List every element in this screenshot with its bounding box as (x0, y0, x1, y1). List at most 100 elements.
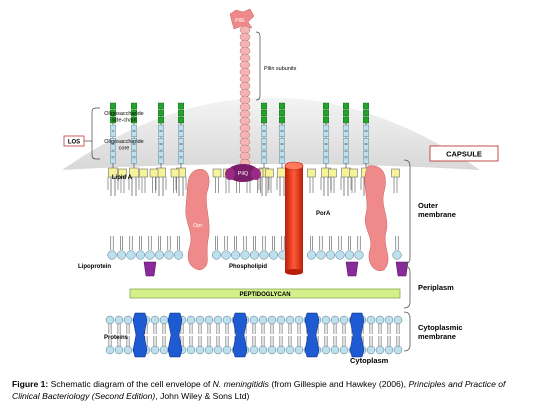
caption-text-a: Schematic diagram of the cell envelope o… (48, 379, 213, 389)
oligo-side-chain-sugar (130, 109, 137, 117)
phospholipid-head (321, 345, 331, 355)
oligo-core-sugar (157, 144, 164, 151)
oligo-core-sugar (130, 124, 137, 131)
figure-caption: Figure 1: Schematic diagram of the cell … (12, 378, 532, 402)
phospholipid-head (222, 315, 232, 325)
oligo-core-sugar (343, 137, 350, 144)
oligo-side-chain-sugar (343, 102, 350, 110)
oligo-core-sugar (261, 144, 268, 151)
pora-porin (284, 161, 304, 275)
phospholipid-head (211, 250, 222, 260)
oligo-core-sugar (261, 151, 268, 157)
pilq-secretin (225, 164, 261, 182)
phospholipid-head (354, 250, 364, 260)
oligo-core-sugar (157, 124, 164, 131)
phospholipid-head (392, 250, 402, 260)
oligo-core-sugar (261, 137, 268, 144)
oligo-core-sugar (279, 131, 286, 138)
oligo-core-sugar (157, 157, 164, 164)
pilin-tip-label: PilE (235, 18, 245, 24)
opc-label: Opc (193, 223, 203, 229)
oligo-core-sugar (279, 137, 286, 144)
oligo-side-chain-sugar (363, 109, 370, 117)
phospholipid-head (316, 250, 326, 260)
caption-text-b: (from Gillespie and Hawkey (2006), (268, 379, 409, 389)
phospholipid-head (267, 345, 277, 355)
oligo-core-sugar (109, 151, 116, 157)
pilus (229, 8, 255, 168)
phospholipid-head (213, 345, 223, 355)
oligo-side-chain-sugar (177, 116, 184, 124)
oligo-side-chain-sugar (343, 109, 350, 117)
oligo-core-sugar (363, 144, 370, 151)
lipid-a-head (307, 168, 316, 178)
phospholipid-head (285, 315, 295, 325)
oligo-side-chain-sugar (323, 102, 330, 110)
phospholipid-head (186, 345, 196, 355)
oligo-side-chain-sugar (109, 109, 116, 117)
lipid-a-head (118, 168, 127, 178)
phospholipid-head (258, 315, 268, 325)
phospholipid-head (204, 345, 214, 355)
cell-envelope-diagram: PEPTIDOGLYCAN LOS CAPSULE Pilin subunits… (62, 8, 499, 365)
los-molecule (320, 102, 332, 196)
outer-membrane-bilayer (107, 168, 409, 277)
oligo-core-sugar (109, 137, 116, 144)
phospholipid-head (173, 250, 184, 260)
phospholipid-head (249, 315, 259, 325)
membrane-protein (232, 312, 248, 358)
lipoprotein (143, 261, 157, 277)
oligo-core-sugar (323, 157, 330, 164)
phospholipid-head (344, 250, 355, 260)
oligo-core-sugar (130, 144, 137, 151)
oligo-core-sugar (343, 144, 350, 151)
oligo-side-chain-sugar (177, 102, 184, 110)
phospholipid-head (221, 250, 231, 260)
phospholipid-head (249, 250, 260, 260)
los-molecule (276, 102, 288, 196)
los-molecule (175, 102, 187, 196)
phospholipid-head (159, 315, 169, 325)
phospholipid-head (114, 315, 124, 325)
los-molecule (155, 102, 167, 196)
phospholipid-head (159, 345, 169, 355)
lipid-a-head (341, 167, 351, 178)
los-label: LOS (68, 140, 80, 146)
phospholipid-head (204, 315, 214, 325)
oligo-core-sugar (130, 137, 137, 144)
phospholipid-head (306, 250, 317, 260)
phospholipid-head (366, 345, 376, 355)
phospholipid-head (325, 250, 336, 260)
lipid-a-head (139, 168, 148, 178)
phospholipid-head (164, 250, 174, 260)
oligo-core-sugar (130, 157, 137, 164)
lipid-a-head (265, 168, 274, 178)
phospholipid-head (230, 250, 241, 260)
lipoprotein-label: Lipoprotein (78, 264, 111, 270)
lipoprotein (345, 261, 359, 277)
periplasm-label: Periplasm (418, 283, 454, 292)
phospholipid-head (195, 315, 205, 325)
oligo-side-chain-sugar (323, 109, 330, 117)
oligo-core-sugar (279, 124, 286, 131)
oligo-side-chain-sugar (343, 116, 350, 124)
los-molecules (107, 102, 372, 196)
oligo-core-sugar (363, 137, 370, 144)
phospholipid-head (135, 250, 146, 260)
phospholipid-head (330, 345, 340, 355)
oligo-side-chain-sugar (363, 102, 370, 110)
phospholipid-head (393, 345, 403, 355)
phospholipid-head (105, 315, 115, 325)
phospholipid-head (276, 345, 286, 355)
phospholipid-head (186, 315, 196, 325)
phospholipid-head (150, 345, 160, 355)
lipoprotein (395, 261, 409, 277)
phospholipid-label: Phospholipid (229, 264, 267, 270)
phospholipid-head (321, 315, 331, 325)
pora-label: PorA (316, 211, 331, 217)
phospholipid-head (339, 345, 349, 355)
oligo-side-chain-sugar (261, 116, 268, 124)
oligo-side-chain-sugar (279, 102, 286, 110)
oligo-core-sugar (343, 124, 350, 131)
